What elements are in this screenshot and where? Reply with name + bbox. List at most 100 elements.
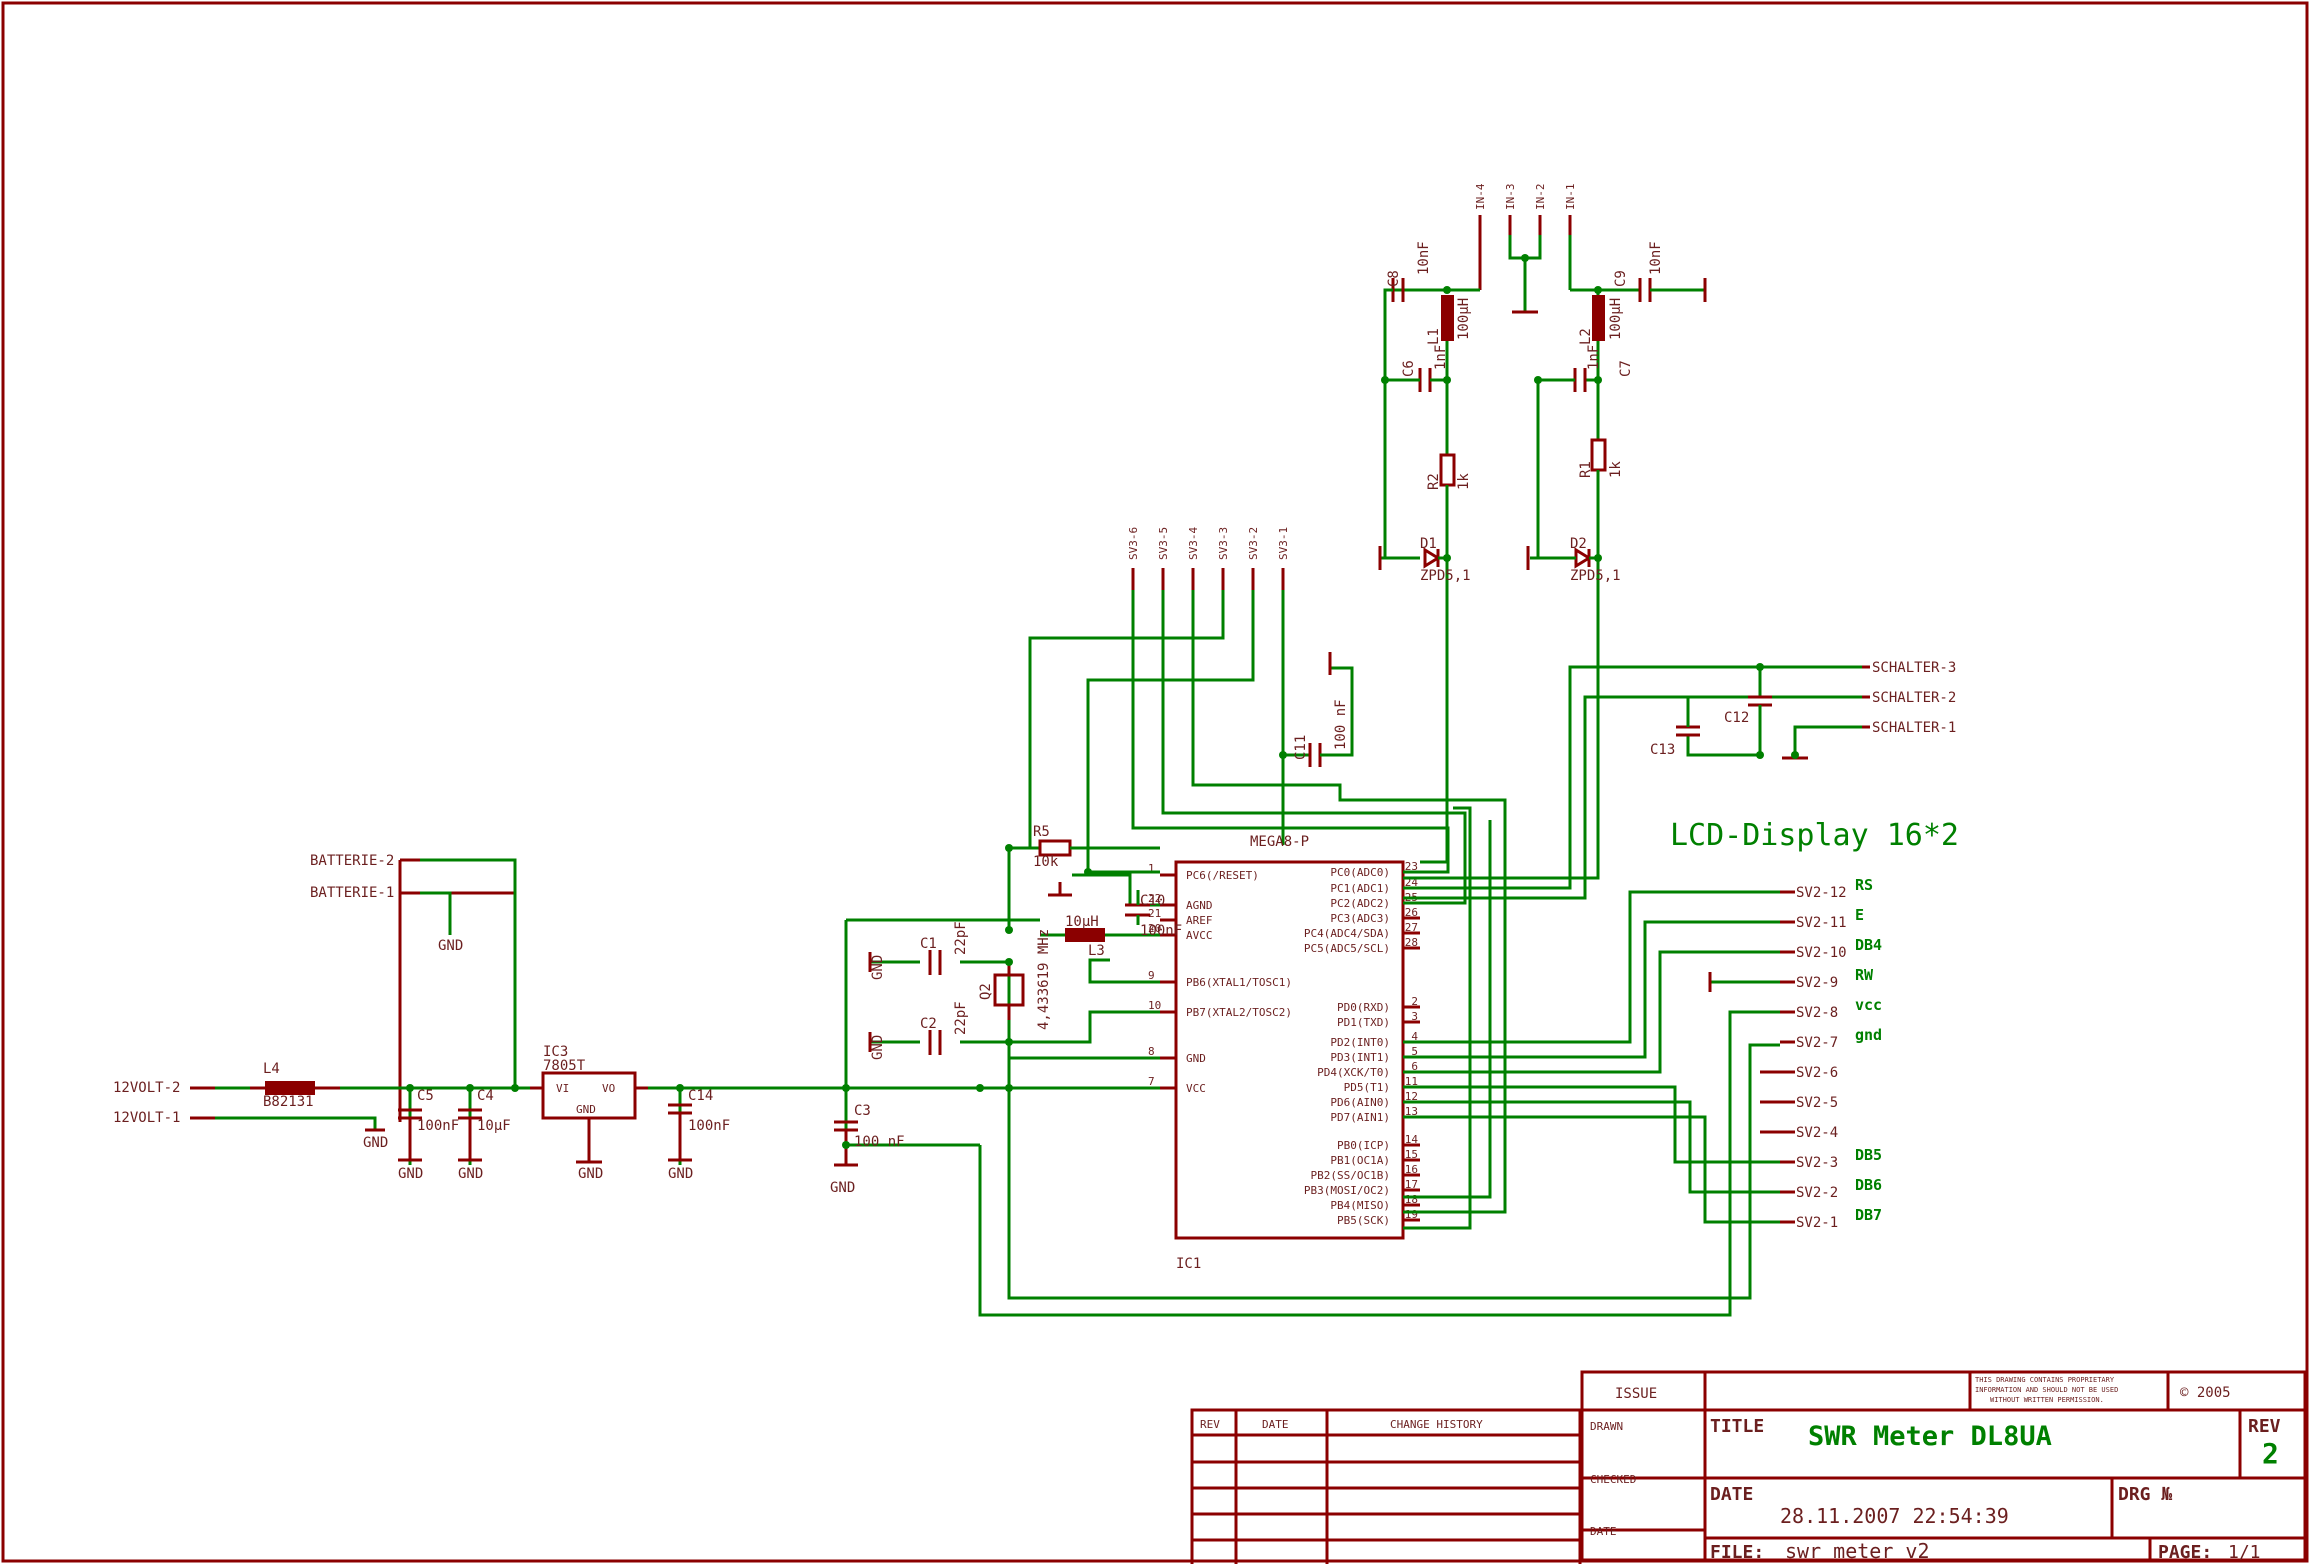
- ic1-pin-label: PC2(ADC2): [1330, 897, 1390, 910]
- ic1-pin-label: PC1(ADC1): [1330, 882, 1390, 895]
- label-gnd-ic3: GND: [578, 1166, 603, 1182]
- label-c6: C6: [1401, 360, 1417, 377]
- junction-dot: [1279, 751, 1287, 759]
- sv2-net-label: E: [1855, 906, 1864, 924]
- label-ic3-vo: VO: [602, 1082, 615, 1095]
- junction-dot: [1381, 376, 1389, 384]
- ic1-left-pins: PC6(/RESET)1AGND22AREF21AVCC20PB6(XTAL1/…: [1148, 862, 1292, 1095]
- label-gnd-c1: GND: [870, 955, 886, 980]
- label-schalter-3: SCHALTER-3: [1872, 660, 1956, 676]
- junction-dot: [1521, 254, 1529, 262]
- label-c11: C11: [1293, 735, 1309, 760]
- in-wires: [1508, 235, 1572, 314]
- junction-dot: [676, 1084, 684, 1092]
- sv2-net-label: DB5: [1855, 1146, 1882, 1164]
- label-c7: C7: [1618, 360, 1634, 377]
- junction-dot: [1005, 958, 1013, 966]
- label-12volt-2: 12VOLT-2: [113, 1080, 180, 1096]
- label-r1-value: 1k: [1608, 461, 1624, 478]
- ic1-pin-number: 6: [1411, 1060, 1418, 1073]
- label-ic3-value: 7805T: [543, 1058, 586, 1074]
- ic1-pin-label: PD1(TXD): [1337, 1016, 1390, 1029]
- label-gnd-c14: GND: [668, 1166, 693, 1182]
- ic1-right-pins: PC0(ADC0)23PC1(ADC1)24PC2(ADC2)25PC3(ADC…: [1304, 860, 1420, 1227]
- label-c2-value: 22pF: [953, 1001, 969, 1035]
- ic1-pin-label: PB0(ICP): [1337, 1139, 1390, 1152]
- label-c3-value: 100 nF: [854, 1134, 905, 1150]
- ic1-pin-number: 7: [1148, 1075, 1155, 1088]
- tb-proprietary-1: THIS DRAWING CONTAINS PROPRIETARY: [1975, 1376, 2115, 1384]
- label-c9: C9: [1613, 270, 1629, 287]
- detector-2: [1403, 235, 1707, 880]
- label-ic1-name: IC1: [1176, 1256, 1201, 1272]
- label-d1-value: ZPD5,1: [1420, 568, 1471, 584]
- tb-issue: ISSUE: [1615, 1386, 1657, 1402]
- ic1-pin-number: 10: [1148, 999, 1161, 1012]
- label-batterie-2: BATTERIE-2: [310, 853, 394, 869]
- ic1-pin-label: GND: [1186, 1052, 1206, 1065]
- ic1-pin-number: 21: [1148, 907, 1161, 920]
- label-c10-value: 100nF: [1140, 923, 1182, 939]
- junction-dot: [1005, 926, 1013, 934]
- label-c1: C1: [920, 936, 937, 952]
- label-c11-value: 100 nF: [1333, 699, 1349, 750]
- label-c4: C4: [477, 1088, 494, 1104]
- label-gnd-bat: GND: [438, 938, 463, 954]
- label-l4-value: B82131: [263, 1094, 314, 1110]
- ic1-pin-number: 27: [1405, 921, 1418, 934]
- ic1-pin-label: PD0(RXD): [1337, 1001, 1390, 1014]
- ic1-pin-label: PD4(XCK/T0): [1317, 1066, 1390, 1079]
- junction-dot: [406, 1084, 414, 1092]
- sv2-pin-label: SV2-5: [1796, 1095, 1838, 1111]
- junction-dot: [1594, 286, 1602, 294]
- label-c12: C12: [1724, 710, 1749, 726]
- lcd-wires: [1403, 890, 1780, 1224]
- sv2-pin-label: SV2-3: [1796, 1155, 1838, 1171]
- sv3-pin-label: SV3-3: [1217, 527, 1230, 560]
- sv2-pin-label: SV2-10: [1796, 945, 1847, 961]
- sv2-pin-label: SV2-9: [1796, 975, 1838, 991]
- ic1-pin-label: AREF: [1186, 914, 1213, 927]
- ic1-pin-number: 4: [1411, 1030, 1418, 1043]
- label-ic3-vi: VI: [556, 1082, 569, 1095]
- tb-date-value: 28.11.2007 22:54:39: [1780, 1504, 2009, 1528]
- junction-dot: [1534, 376, 1542, 384]
- label-l2-value: 100µH: [1608, 298, 1624, 340]
- label-c7-value: 1nF: [1586, 345, 1602, 370]
- ic1-pin-label: PD2(INT0): [1330, 1036, 1390, 1049]
- label-d1: D1: [1420, 536, 1437, 552]
- tb-title: SWR Meter DL8UA: [1808, 1421, 2052, 1452]
- label-q2: Q2: [978, 983, 994, 1000]
- ic1-pin-label: PC6(/RESET): [1186, 869, 1259, 882]
- sv2-pin-label: SV2-6: [1796, 1065, 1838, 1081]
- tb-proprietary-3: WITHOUT WRITTEN PERMISSION.: [1990, 1396, 2104, 1404]
- label-gnd-12v: GND: [363, 1135, 388, 1151]
- tb-file-label: FILE:: [1710, 1542, 1764, 1563]
- sv2-net-label: DB6: [1855, 1176, 1882, 1194]
- label-ic3: IC3: [543, 1044, 568, 1060]
- tb-page-label: PAGE:: [2158, 1542, 2212, 1563]
- label-d2-value: ZPD5,1: [1570, 568, 1621, 584]
- tb-title-label: TITLE: [1710, 1416, 1764, 1437]
- ic1-pin-label: AGND: [1186, 899, 1213, 912]
- junction-dot: [1443, 554, 1451, 562]
- ic1-pin-number: 11: [1405, 1075, 1418, 1088]
- junction-dot: [1005, 844, 1013, 852]
- label-gnd-c4: GND: [458, 1166, 483, 1182]
- ic1-pin-number: 8: [1148, 1045, 1155, 1058]
- junction-dot: [1005, 1084, 1013, 1092]
- sv2-pin-label: SV2-7: [1796, 1035, 1838, 1051]
- label-l1: L1: [1426, 328, 1442, 345]
- label-gnd-c3: GND: [830, 1180, 855, 1196]
- junction-dot: [1594, 376, 1602, 384]
- label-l3: L3: [1088, 943, 1105, 959]
- label-r5: R5: [1033, 824, 1050, 840]
- ic1-pin-number: 12: [1405, 1090, 1418, 1103]
- junction-dot: [1084, 868, 1092, 876]
- capacitor-c4: [458, 1108, 482, 1162]
- capacitor-c14: [668, 1103, 692, 1162]
- power-connectors: [190, 858, 420, 1120]
- label-l3-value: 10µH: [1065, 914, 1099, 930]
- ic1-pin-label: PB1(OC1A): [1330, 1154, 1390, 1167]
- capacitor-c5: [398, 1108, 422, 1162]
